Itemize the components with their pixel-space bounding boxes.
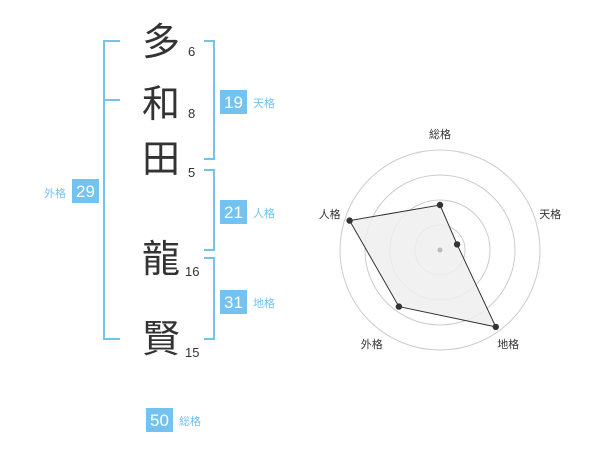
jinkaku-badge-bg [220,200,247,224]
gaikaku-label: 外格 [44,186,66,200]
chikaku-badge: 31 地格 [220,290,275,314]
soukaku-label: 総格 [179,414,201,428]
chikaku-value: 31 [224,293,243,312]
chikaku-label: 地格 [253,296,275,310]
name-column: 多 6 和 8 田 5 龍 16 賢 15 [142,20,199,361]
soukaku-badge: 50 総格 [146,408,201,432]
name-char-3: 田 [142,137,180,181]
name-char-5: 賢 [142,317,180,361]
radar-point-3 [492,323,499,331]
stroke-count-2: 8 [188,106,195,121]
name-char-4: 龍 [142,237,180,281]
stroke-count-4: 16 [185,264,199,279]
fortune-brackets [103,40,215,340]
tenkaku-label: 天格 [253,96,275,110]
name-char-1: 多 [142,20,180,64]
gaikaku-value: 29 [76,182,95,201]
radar-ring-4 [339,149,541,351]
radar-ring-3 [364,174,516,326]
jinkaku-bracket [204,169,215,251]
radar-points [346,201,499,331]
name-char-2: 和 [142,82,180,126]
tenkaku-value: 19 [224,93,243,112]
radar-axis-label-5: 人格 [319,207,341,221]
radar-axis-label-3: 地格 [497,337,519,351]
radar-axis-label-4: 外格 [361,337,383,351]
radar-axis-label-2: 天格 [539,207,561,221]
gaikaku-badge: 外格 29 [44,179,99,203]
radar-point-2 [453,241,461,248]
radar-point-5 [346,217,353,224]
tenkaku-bracket [204,40,215,160]
soukaku-badge-bg [146,408,173,432]
tenkaku-badge-bg [220,90,247,114]
stroke-count-5: 15 [185,345,199,360]
soukaku-value: 50 [150,411,169,430]
chikaku-badge-bg [220,290,247,314]
radar-area [348,204,497,328]
jinkaku-label: 人格 [253,206,275,220]
stroke-count-1: 6 [188,44,195,59]
tenkaku-badge: 19 天格 [220,90,275,114]
jinkaku-badge: 21 人格 [220,200,275,224]
chikaku-bracket [204,257,215,340]
radar-point-4 [395,303,403,310]
gaikaku-badge-bg [72,179,99,203]
gaikaku-bracket-outer [103,40,120,340]
radar-center-dot [437,247,443,253]
stroke-count-3: 5 [188,165,195,180]
radar-point-1 [436,201,444,209]
radar-axis-label-1: 総格 [429,127,451,141]
jinkaku-value: 21 [224,203,243,222]
